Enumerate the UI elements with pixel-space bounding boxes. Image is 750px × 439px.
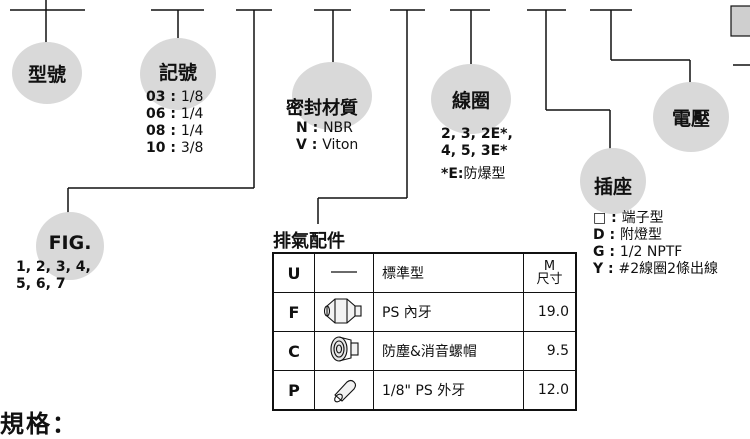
code-bubble-label: 記號 bbox=[158, 62, 197, 84]
row-desc: 防塵&消音螺帽 bbox=[373, 331, 524, 371]
coil-line: 2, 3, 2E*, bbox=[441, 126, 513, 142]
muffler-icon bbox=[314, 331, 374, 371]
seal-item: V : Viton bbox=[296, 137, 359, 153]
fig-list: 1, 2, 3, 4, 5, 6, 7 bbox=[16, 259, 91, 293]
table-row: U 標準型 M 尺寸 bbox=[272, 252, 577, 293]
row-desc: 標準型 bbox=[373, 252, 524, 293]
socket-bubble: 插座 bbox=[580, 148, 646, 214]
table-row: F PS 內牙 19.0 bbox=[272, 292, 577, 332]
socket-bubble-label: 插座 bbox=[593, 176, 632, 198]
coil-line: 4, 5, 3E* bbox=[441, 143, 508, 159]
socket-list: □ : 端子型 D : 附燈型 G : 1/2 NPTF Y : #2線圈2條出… bbox=[593, 210, 718, 278]
code-item: 08 : 1/4 bbox=[146, 123, 204, 139]
fig-line: 1, 2, 3, 4, bbox=[16, 259, 91, 275]
seal-list: N : NBR V : Viton bbox=[296, 120, 358, 154]
seal-item: N : NBR bbox=[296, 120, 353, 136]
code-item: 06 : 1/4 bbox=[146, 106, 204, 122]
spec-heading: 規格： bbox=[0, 410, 78, 438]
fig-bubble: FIG. bbox=[36, 212, 104, 280]
model-bubble: 型號 bbox=[12, 42, 82, 104]
code-item: 03 : 1/8 bbox=[146, 89, 204, 105]
m-header-sub: 尺寸 bbox=[536, 272, 563, 287]
row-code: P bbox=[272, 370, 315, 411]
coil-bubble: 線圈 bbox=[431, 64, 511, 134]
row-code: F bbox=[272, 292, 315, 332]
table-row: P 1/8" PS 外牙 12.0 bbox=[272, 370, 577, 411]
row-m: 12.0 bbox=[523, 370, 577, 411]
voltage-bubble: 電壓 bbox=[653, 82, 729, 152]
hex-fitting-icon bbox=[314, 292, 374, 332]
exhaust-table: U 標準型 M 尺寸 F bbox=[272, 252, 577, 411]
code-bubble: 記號 bbox=[140, 38, 216, 110]
row-m: 9.5 bbox=[523, 331, 577, 371]
row-desc: PS 內牙 bbox=[373, 292, 524, 332]
m-header: M 尺寸 bbox=[523, 252, 577, 293]
seal-bubble bbox=[292, 62, 372, 130]
model-bubble-label: 型號 bbox=[27, 63, 66, 86]
dash-icon bbox=[314, 252, 374, 293]
socket-item: □ : 端子型 bbox=[593, 210, 664, 226]
exhaust-title: 排氣配件 bbox=[273, 231, 345, 252]
voltage-bubble-label: 電壓 bbox=[671, 107, 710, 130]
coil-list: 2, 3, 2E*, 4, 5, 3E* bbox=[441, 126, 513, 160]
row-m: 19.0 bbox=[523, 292, 577, 332]
code-list: 03 : 1/8 06 : 1/4 08 : 1/4 10 : 3/8 bbox=[146, 89, 203, 157]
code-item: 10 : 3/8 bbox=[146, 140, 204, 156]
table-row: C 防塵&消音螺帽 9.5 bbox=[272, 331, 577, 371]
coil-note: *E:防爆型 bbox=[441, 166, 506, 182]
plug-icon bbox=[314, 370, 374, 411]
fig-bubble-label: FIG. bbox=[48, 232, 92, 254]
coil-bubble-label: 線圈 bbox=[451, 90, 490, 112]
row-code: U bbox=[272, 252, 315, 293]
row-desc: 1/8" PS 外牙 bbox=[373, 370, 524, 411]
fig-line: 5, 6, 7 bbox=[16, 276, 66, 292]
seal-title: 密封材質 bbox=[286, 98, 358, 119]
socket-item: D : 附燈型 bbox=[593, 227, 662, 243]
m-header-label: M bbox=[543, 259, 556, 274]
socket-item: Y : #2線圈2條出線 bbox=[593, 261, 719, 277]
row-code: C bbox=[272, 331, 315, 371]
socket-item: G : 1/2 NPTF bbox=[593, 244, 683, 260]
